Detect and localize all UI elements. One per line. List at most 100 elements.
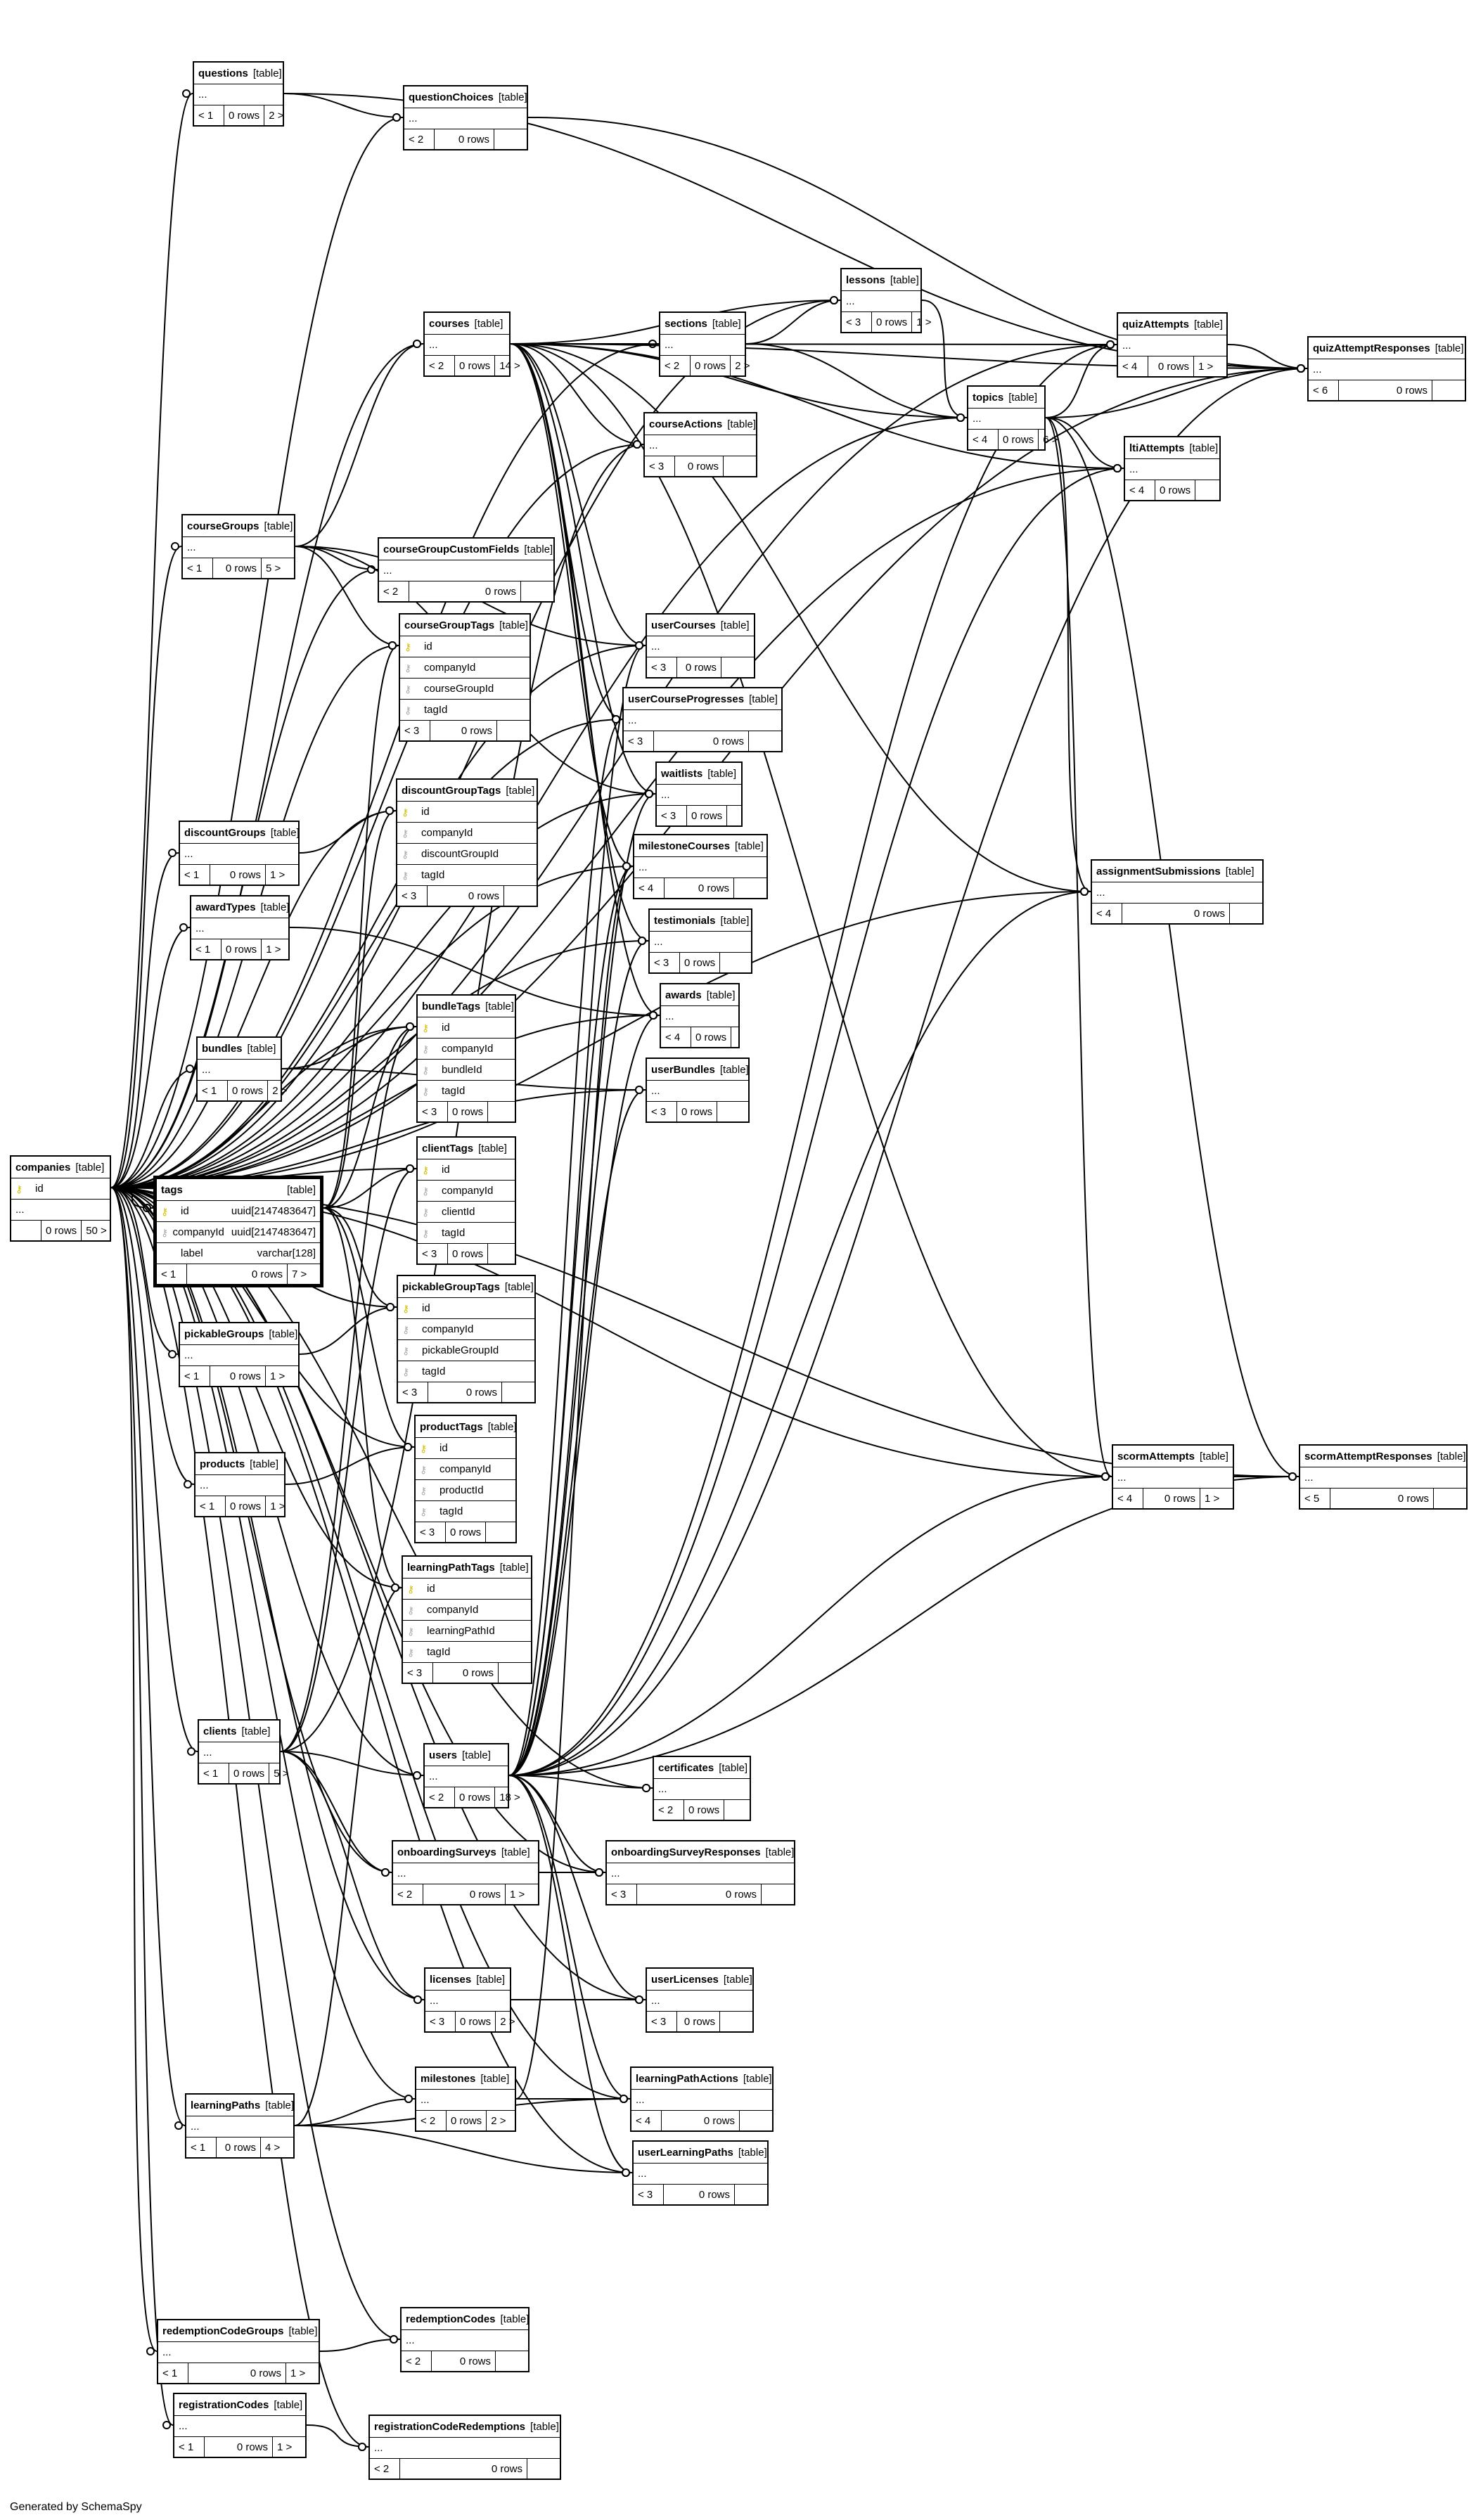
table-header[interactable]: clientTags[table] <box>418 1138 515 1159</box>
table-header[interactable]: lessons[table] <box>842 269 920 291</box>
column-row[interactable]: ⚷tagId <box>416 1501 515 1522</box>
child-count[interactable]: 2 > <box>500 2015 515 2028</box>
column-row[interactable]: ⚷tagId <box>398 1361 534 1382</box>
table-name[interactable]: courseGroupCustomFields <box>383 543 520 555</box>
parent-count[interactable]: < 1 <box>174 2437 205 2457</box>
child-count[interactable] <box>724 456 756 476</box>
table-name[interactable]: userCourseProgresses <box>628 693 745 705</box>
child-count[interactable] <box>720 2012 752 2031</box>
column-row[interactable]: ⚷companyId <box>398 1319 534 1340</box>
table-header[interactable]: clients[table] <box>199 1721 279 1742</box>
table-header[interactable]: awards[table] <box>661 984 738 1006</box>
table-name[interactable]: clientTags <box>422 1142 474 1155</box>
child-count[interactable] <box>488 1244 520 1264</box>
parent-count[interactable]: < 1 <box>157 1264 187 1284</box>
table-name[interactable]: userLearningPaths <box>638 2146 733 2159</box>
parent-count[interactable]: < 2 <box>660 356 691 375</box>
parent-count[interactable]: < 3 <box>650 953 680 972</box>
child-count[interactable] <box>1195 480 1228 500</box>
child-count[interactable]: 1 > <box>270 1370 285 1382</box>
table-pickableGroupTags[interactable]: pickableGroupTags[table]⚷id⚷companyId⚷pi… <box>397 1275 536 1403</box>
parent-count[interactable]: < 4 <box>1125 480 1155 500</box>
table-header[interactable]: ltiAttempts[table] <box>1125 437 1219 459</box>
child-count[interactable]: 5 > <box>274 1767 289 1780</box>
child-count[interactable] <box>734 878 766 898</box>
parent-count[interactable]: < 1 <box>158 2363 188 2383</box>
child-count[interactable]: 7 > <box>292 1268 307 1280</box>
table-name[interactable]: bundles <box>202 1042 243 1055</box>
parent-count[interactable]: < 1 <box>199 1763 229 1783</box>
child-count[interactable]: 1 > <box>1205 1492 1220 1505</box>
column-row[interactable]: ⚷id <box>397 802 537 823</box>
column-row[interactable]: ⚷companyId <box>418 1039 515 1060</box>
table-name[interactable]: courseGroupTags <box>404 619 495 631</box>
column-row[interactable]: ⚷courseGroupId <box>400 679 530 700</box>
table-header[interactable]: courseGroupTags[table] <box>400 615 530 636</box>
table-name[interactable]: bundleTags <box>422 1000 481 1012</box>
column-row[interactable]: ⚷companyId <box>416 1459 515 1480</box>
parent-count[interactable]: < 1 <box>180 1366 210 1386</box>
column-row[interactable]: ⚷companyId <box>397 823 537 844</box>
table-header[interactable]: userCourseProgresses[table] <box>624 688 781 710</box>
table-header[interactable]: learningPathTags[table] <box>403 1557 531 1579</box>
parent-count[interactable]: < 3 <box>398 1382 428 1402</box>
child-count[interactable] <box>1230 904 1262 923</box>
table-header[interactable]: companies[table] <box>11 1157 110 1178</box>
table-header[interactable]: userLearningPaths[table] <box>634 2142 767 2164</box>
child-count[interactable]: 1 > <box>1198 360 1214 373</box>
table-name[interactable]: products <box>200 1458 245 1470</box>
column-row[interactable]: ⚷tagId <box>403 1642 531 1663</box>
child-count[interactable] <box>1432 380 1465 400</box>
parent-count[interactable]: < 4 <box>634 878 665 898</box>
table-header[interactable]: learningPaths[table] <box>186 2095 294 2116</box>
child-count[interactable] <box>494 129 527 149</box>
table-name[interactable]: quizAttempts <box>1122 318 1189 330</box>
child-count[interactable] <box>717 1102 750 1121</box>
table-clientTags[interactable]: clientTags[table]⚷id⚷companyId⚷clientId⚷… <box>416 1136 516 1265</box>
parent-count[interactable]: < 3 <box>842 312 872 332</box>
parent-count[interactable]: < 2 <box>416 2111 447 2130</box>
parent-count[interactable]: < 3 <box>400 721 430 740</box>
child-count[interactable]: 18 > <box>499 1791 520 1804</box>
table-header[interactable]: bundles[table] <box>198 1038 281 1060</box>
table-header[interactable]: testimonials[table] <box>650 910 751 932</box>
table-name[interactable]: companies <box>15 1161 71 1174</box>
parent-count[interactable]: < 3 <box>607 1884 637 1904</box>
table-header[interactable]: topics[table] <box>968 387 1044 409</box>
parent-count[interactable]: < 3 <box>418 1102 448 1121</box>
parent-count[interactable]: < 3 <box>416 1522 446 1542</box>
child-count[interactable] <box>1434 1489 1466 1508</box>
child-count[interactable] <box>727 806 759 825</box>
child-count[interactable] <box>527 2459 560 2479</box>
table-header[interactable]: userLicenses[table] <box>647 1969 752 1991</box>
table-header[interactable]: userBundles[table] <box>647 1059 749 1081</box>
table-name[interactable]: courseGroups <box>187 520 259 532</box>
table-name[interactable]: onboardingSurveyResponses <box>611 1846 761 1858</box>
parent-count[interactable]: < 2 <box>404 129 435 149</box>
table-name[interactable]: lessons <box>846 274 885 286</box>
parent-count[interactable]: < 5 <box>1300 1489 1330 1508</box>
parent-count[interactable]: < 3 <box>647 657 677 677</box>
parent-count[interactable]: < 1 <box>186 2138 217 2157</box>
table-header[interactable]: discountGroupTags[table] <box>397 780 537 802</box>
table-header[interactable]: quizAttempts[table] <box>1118 314 1226 335</box>
table-header[interactable]: registrationCodes[table] <box>174 2394 305 2416</box>
table-name[interactable]: registrationCodeRedemptions <box>374 2420 526 2433</box>
table-name[interactable]: assignmentSubmissions <box>1096 865 1221 878</box>
parent-count[interactable]: < 3 <box>397 886 428 906</box>
